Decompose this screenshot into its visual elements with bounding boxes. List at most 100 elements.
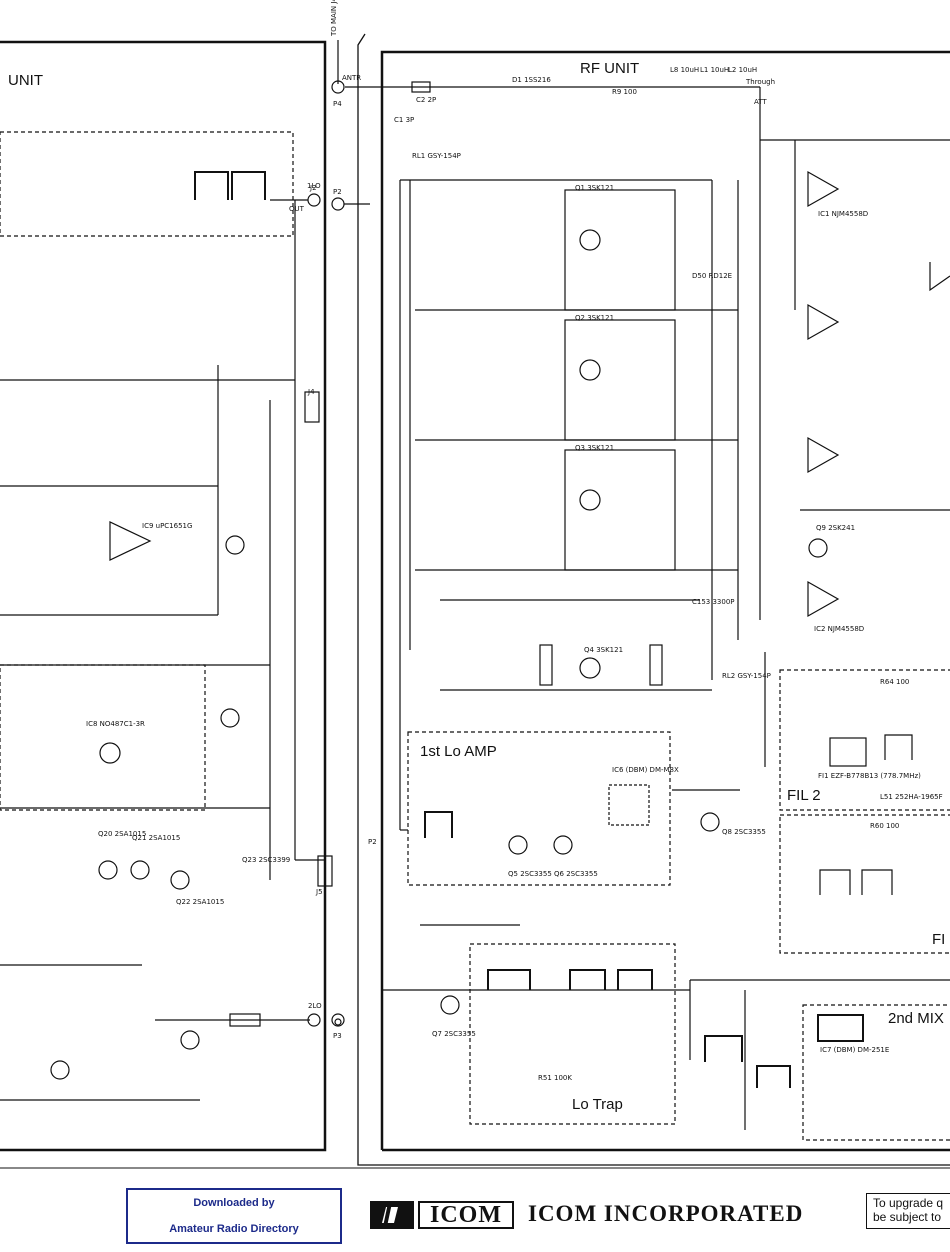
opamp-ic3a bbox=[929, 262, 950, 292]
q2-label: Q2 3SK121 bbox=[575, 314, 615, 322]
ic8-label: IC8 NO487C1-3R bbox=[86, 720, 145, 728]
transistor-q6 bbox=[553, 835, 573, 855]
nlo-label: 1LO bbox=[307, 182, 321, 190]
download-credit-box[interactable]: Downloaded by Amateur Radio Directory bbox=[126, 1188, 342, 1244]
q6-label: Q6 2SC3355 bbox=[554, 870, 598, 878]
relay-contact bbox=[649, 644, 663, 686]
q22-label: Q22 2SA1015 bbox=[176, 898, 225, 906]
second-mix-label: 2nd MIX bbox=[888, 1010, 944, 1027]
transistor-q21 bbox=[130, 860, 150, 880]
transistor-q9 bbox=[808, 538, 828, 558]
q7-label: Q7 2SC3355 bbox=[432, 1030, 476, 1038]
q1-label: Q1 3SK121 bbox=[575, 184, 615, 192]
ic9-label: IC9 uPC1651G bbox=[142, 522, 193, 530]
icom-logo-mark bbox=[372, 1203, 412, 1227]
to-main-label: TO MAIN J4 bbox=[330, 0, 338, 36]
att-label: ATT bbox=[754, 98, 767, 106]
filter-arch bbox=[231, 171, 266, 200]
d50-label: D50 RD12E bbox=[692, 272, 733, 280]
filter-arch bbox=[487, 969, 531, 990]
download-credit-line2: Amateur Radio Directory bbox=[169, 1223, 299, 1235]
connector-p2 bbox=[331, 197, 345, 211]
icom-logo-icon bbox=[370, 1201, 414, 1229]
p3-label: P3 bbox=[333, 1032, 342, 1040]
q4-label: Q4 3SK121 bbox=[584, 646, 624, 654]
upgrade-notice-line2: be subject to bbox=[873, 1210, 942, 1224]
transistor-q5 bbox=[508, 835, 528, 855]
transistor-q14 bbox=[220, 708, 240, 728]
first-lo-amp-label: 1st Lo AMP bbox=[420, 743, 497, 760]
r60-label: R60 100 bbox=[870, 822, 900, 830]
r64-label: R64 100 bbox=[880, 678, 910, 686]
divider-wire bbox=[357, 33, 950, 1166]
resistor bbox=[411, 81, 431, 93]
crystal-filter-fi1 bbox=[829, 737, 867, 767]
left-output-filter-dashed-box bbox=[0, 131, 294, 237]
upgrade-notice-box: To upgrade q be subject to bbox=[866, 1193, 950, 1229]
q5-label: Q5 2SC3355 bbox=[508, 870, 552, 878]
transistor-q2 bbox=[579, 359, 601, 381]
p2-lower-label: P2 bbox=[368, 838, 377, 846]
filter-arch bbox=[424, 811, 453, 838]
fil-dashed-box bbox=[779, 814, 950, 954]
transistor-q7 bbox=[440, 995, 460, 1015]
through-label: Through bbox=[746, 78, 776, 86]
fil2-label: FIL 2 bbox=[787, 787, 821, 804]
left-unit-title: UNIT bbox=[8, 72, 43, 89]
connector-j5-block bbox=[317, 855, 333, 887]
rf-unit-frame bbox=[380, 50, 950, 1150]
rl2-label: RL2 GSY-154P bbox=[722, 672, 771, 680]
ic9 bbox=[109, 521, 152, 561]
lo-trap-label: Lo Trap bbox=[572, 1096, 623, 1113]
j4-label: J4 bbox=[308, 388, 315, 396]
opamp-ic1a bbox=[807, 170, 840, 208]
l1-label: L1 10uH bbox=[700, 66, 730, 74]
band-stage-3 bbox=[564, 449, 676, 571]
first-lo-amp-dashed-box bbox=[407, 731, 671, 886]
ic7-dbm bbox=[817, 1014, 864, 1042]
ic2-label: IC2 NJM4558D bbox=[814, 625, 865, 633]
transistor-q4 bbox=[579, 657, 601, 679]
l2-label: L2 10uH bbox=[728, 66, 758, 74]
rf-unit-title: RF UNIT bbox=[580, 60, 640, 77]
connector-j4-block bbox=[304, 391, 320, 423]
ic6-label: IC6 (DBM) DM-M8X bbox=[612, 766, 679, 774]
download-credit-line1: Downloaded by bbox=[193, 1197, 275, 1209]
fil2-dashed-box bbox=[779, 669, 950, 811]
band-stage-1 bbox=[564, 189, 676, 311]
p2-label: P2 bbox=[333, 188, 342, 196]
opamp-ic2b bbox=[807, 580, 840, 618]
r51-label: R51 100K bbox=[538, 1074, 572, 1082]
filter-arch bbox=[704, 1035, 743, 1062]
coil-l46 bbox=[819, 869, 851, 895]
opamp-ic2a bbox=[807, 436, 840, 474]
transistor-q20 bbox=[98, 860, 118, 880]
j2-label: J2 bbox=[310, 184, 317, 192]
fi1-label: FI1 EZF-B778B13 (778.7MHz) bbox=[818, 772, 921, 780]
left-2lo-label: 2LO bbox=[308, 1002, 322, 1010]
coil-l51 bbox=[884, 734, 913, 760]
connector-left-2lo bbox=[307, 1013, 321, 1027]
filter-arch bbox=[569, 969, 606, 990]
transistor-q28 bbox=[50, 1060, 70, 1080]
transistor-q22 bbox=[170, 870, 190, 890]
band-stage-2 bbox=[564, 319, 676, 441]
company-name: ICOM INCORPORATED bbox=[528, 1201, 804, 1226]
ic8 bbox=[99, 742, 121, 764]
q23-label: Q23 2SC3399 bbox=[242, 856, 291, 864]
ic1-label: IC1 NJM4558D bbox=[818, 210, 869, 218]
coil-l67 bbox=[861, 869, 893, 895]
rl1-label: RL1 GSY-154P bbox=[412, 152, 461, 160]
ep2-line bbox=[229, 1013, 261, 1027]
lo-trap-dashed-box bbox=[469, 943, 676, 1125]
fil-label: FI bbox=[932, 931, 946, 948]
filter-arch bbox=[617, 969, 653, 990]
connector-p4 bbox=[331, 80, 345, 94]
j5-label: J5 bbox=[316, 888, 323, 896]
filter-arch bbox=[756, 1065, 791, 1088]
filter-arch bbox=[194, 171, 229, 200]
q3-label: Q3 3SK121 bbox=[575, 444, 615, 452]
c1-label: C1 3P bbox=[394, 116, 415, 124]
second-mix-dashed-box bbox=[802, 1004, 950, 1141]
q9-label: Q9 2SK241 bbox=[816, 524, 856, 532]
